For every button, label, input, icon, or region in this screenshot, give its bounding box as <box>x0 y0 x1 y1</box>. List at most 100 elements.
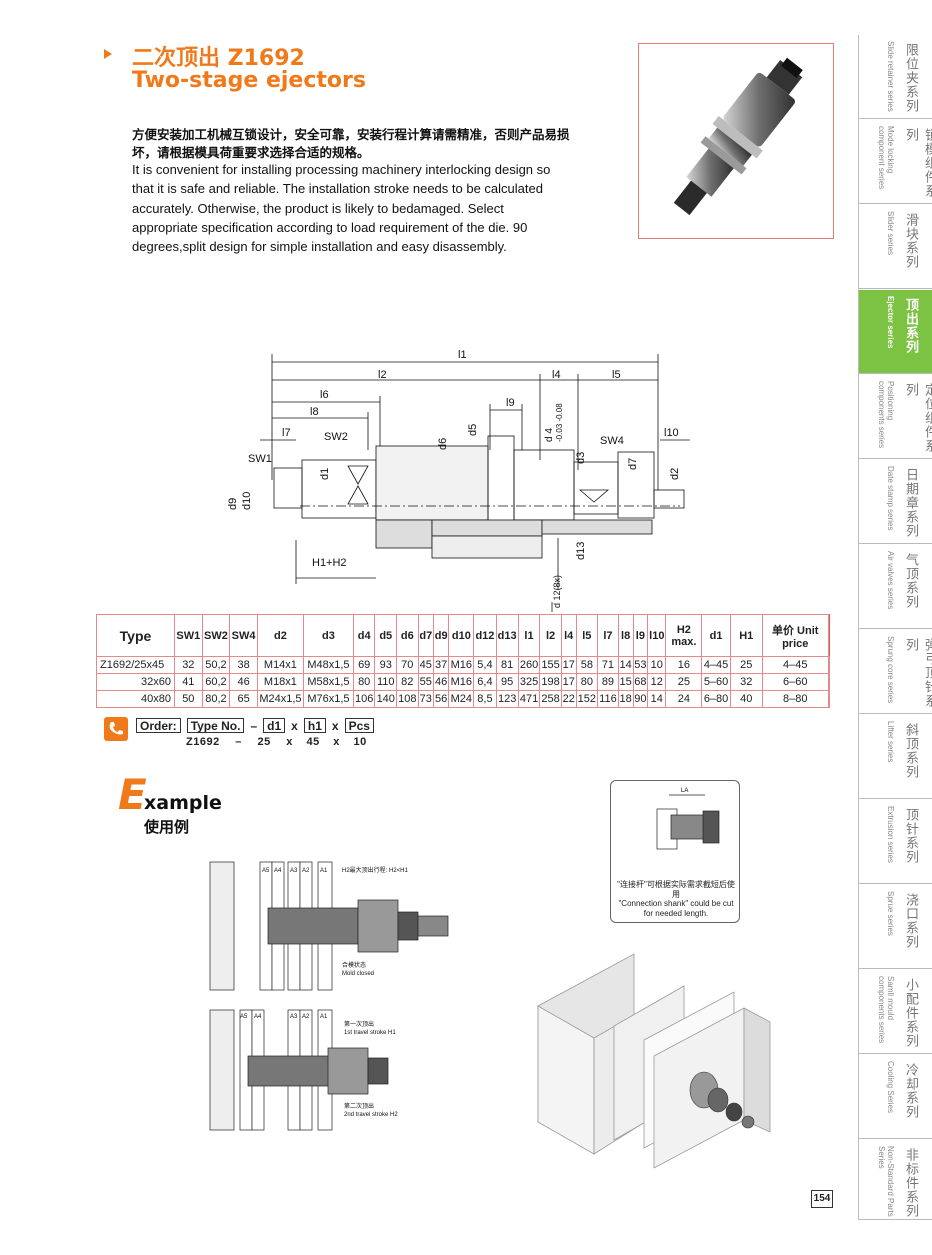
table-cell: 32x60 <box>96 673 175 691</box>
page-title-cn: 二次顶出 Z1692 <box>132 46 305 71</box>
table-cell: 38 <box>229 656 258 674</box>
table-header-cell: d12 <box>473 614 497 657</box>
table-header-cell: l9 <box>632 614 649 657</box>
ejection-stroke-diagram: A5 A4 A3 A2 A1 第一次顶出 1st travel stroke H… <box>209 1009 398 1131</box>
sidebar-item-sublabel: Ejector series <box>886 296 895 349</box>
table-cell: 60,2 <box>201 673 231 691</box>
stroke2-cn: 第二次顶出 <box>344 1102 374 1110</box>
table-cell: 55 <box>417 673 434 691</box>
sidebar-item-air-valves[interactable]: 气顶系列 Air valves series <box>859 545 932 629</box>
table-cell: 45 <box>417 656 434 674</box>
table-cell: 82 <box>396 673 419 691</box>
sidebar-item-lifter[interactable]: 斜顶系列 Lifter series <box>859 715 932 799</box>
table-header-cell: d13 <box>495 614 519 657</box>
table-cell: 37 <box>432 656 450 674</box>
table-cell: M24 <box>448 690 475 708</box>
sidebar-item-label: 顶出系列 <box>903 298 918 354</box>
table-header-cell: l8 <box>617 614 634 657</box>
sidebar-item-label: 顶针系列 <box>903 808 918 864</box>
dim-l7-label: l7 <box>282 427 291 439</box>
plate-a4-label: A4 <box>254 1014 262 1020</box>
order-format: Order: Type No. – d1 x h1 x Pcs <box>136 718 374 733</box>
plate-a2-label: A2 <box>302 1014 310 1020</box>
description-cn: 方便安装加工机械互锁设计，安全可靠，安装行程计算请需精准，否则产品易损坏，请根据… <box>132 127 570 160</box>
h2-note: H2最大顶出行程: H2<H1 <box>342 866 409 874</box>
table-cell: M16 <box>448 673 475 691</box>
sidebar-item-sublabel: Sprue series <box>886 891 895 936</box>
table-header-cell: l7 <box>597 614 619 657</box>
order-field-d1: d1 <box>263 718 286 733</box>
dim-h1h2-label: H1+H2 <box>312 557 347 569</box>
sidebar-item-sublabel: Date stamp series <box>886 466 895 531</box>
sidebar-item-sprung-core[interactable]: 弹弓顶针系列 Sprung core series <box>859 630 932 714</box>
plate-a3-label: A3 <box>290 868 298 874</box>
table-cell: M24x1,5 <box>256 690 304 708</box>
table-cell: 68 <box>632 673 649 691</box>
sidebar-item-extrusion[interactable]: 顶针系列 Extrusion series <box>859 800 932 884</box>
dim-l6-label: l6 <box>320 389 329 401</box>
connection-shank-note-en: "Connection shank" could be cut for need… <box>618 899 734 918</box>
sidebar-item-slider[interactable]: 滑块系列 Slider series <box>859 205 932 289</box>
table-cell: 80 <box>575 673 599 691</box>
dim-l5-label: l5 <box>612 369 621 381</box>
mold-3d-illustration <box>537 953 771 1169</box>
table-header-cell: SW4 <box>229 614 258 657</box>
table-cell: 110 <box>374 673 398 691</box>
sidebar-item-sprue[interactable]: 浇口系列 Sprue series <box>859 885 932 969</box>
sidebar-item-date-stamp[interactable]: 日期章系列 Date stamp series <box>859 460 932 544</box>
table-cell: 4–45 <box>761 656 829 674</box>
dim-sw4-label: SW4 <box>600 435 624 447</box>
table-cell: M48x1,5 <box>302 656 354 674</box>
table-header-row: Type SW1 SW2 SW4 d2 d3 d4 d5 d6 d7 d9 d1… <box>96 614 830 657</box>
sidebar-item-label: 弹弓顶针系列 <box>903 638 932 708</box>
sidebar-item-cooling[interactable]: 冷却系列 Cooling Series <box>859 1055 932 1139</box>
table-cell: Z1692/25x45 <box>96 656 175 674</box>
la-label: LA <box>681 788 688 794</box>
sidebar-item-non-standard[interactable]: 非标件系列 Non-Standard Parts Series <box>859 1140 932 1220</box>
sidebar-item-positioning[interactable]: 定位组件系列 Positioning components series <box>859 375 932 459</box>
connection-shank-box: LA <box>610 780 740 923</box>
stroke1-cn: 第一次顶出 <box>344 1020 374 1028</box>
sidebar-item-slide-retainer[interactable]: 限位夹系列 Slide retainer series <box>859 35 932 119</box>
plate-a4-label: A4 <box>274 868 282 874</box>
order-example-type: Z1692 <box>186 736 220 748</box>
table-cell: 5–60 <box>701 673 731 691</box>
connection-shank-note: "连接杆"可根据实际需求截短后使用 "Connection shank" cou… <box>614 880 738 918</box>
sidebar-item-label: 斜顶系列 <box>903 723 918 779</box>
table-cell: 81 <box>495 656 519 674</box>
table-cell: 90 <box>632 690 649 708</box>
table-cell: 15 <box>617 673 634 691</box>
plate-a3-label: A3 <box>290 1014 298 1020</box>
table-cell: 40x80 <box>96 690 175 708</box>
table-cell: 40 <box>729 690 763 708</box>
sidebar-item-small-components[interactable]: 小配件系列 Samll mould components series <box>859 970 932 1054</box>
example-title-letter: E <box>118 770 147 819</box>
plate-a2-label: A2 <box>302 868 310 874</box>
sidebar-item-mode-locking[interactable]: 锁模组件系列 Mode locking component series <box>859 120 932 204</box>
dim-d9-label: d9 <box>227 498 239 510</box>
table-header-cell: H1 <box>729 614 763 657</box>
table-cell: 140 <box>374 690 398 708</box>
table-cell: 6,4 <box>473 673 497 691</box>
table-cell: 89 <box>597 673 619 691</box>
order-example-d1: 25 <box>257 736 271 748</box>
table-header-cell: l10 <box>647 614 667 657</box>
sidebar-item-label: 日期章系列 <box>903 468 918 538</box>
table-cell: 69 <box>352 656 376 674</box>
dim-d7-label: d7 <box>627 458 639 470</box>
sidebar-item-ejector[interactable]: 顶出系列 Ejector series <box>859 290 932 374</box>
table-header-cell: d9 <box>432 614 450 657</box>
sidebar-item-sublabel: Extrusion series <box>886 806 895 863</box>
table-cell: 71 <box>597 656 619 674</box>
table-cell: 116 <box>597 690 619 708</box>
table-header-cell: d2 <box>256 614 304 657</box>
dim-sw1-label: SW1 <box>248 453 272 465</box>
order-example-h1: 45 <box>306 736 320 748</box>
table-cell: 56 <box>432 690 450 708</box>
table-cell: 325 <box>517 673 541 691</box>
table-header-cell: SW2 <box>201 614 231 657</box>
table-cell: 8,5 <box>473 690 497 708</box>
